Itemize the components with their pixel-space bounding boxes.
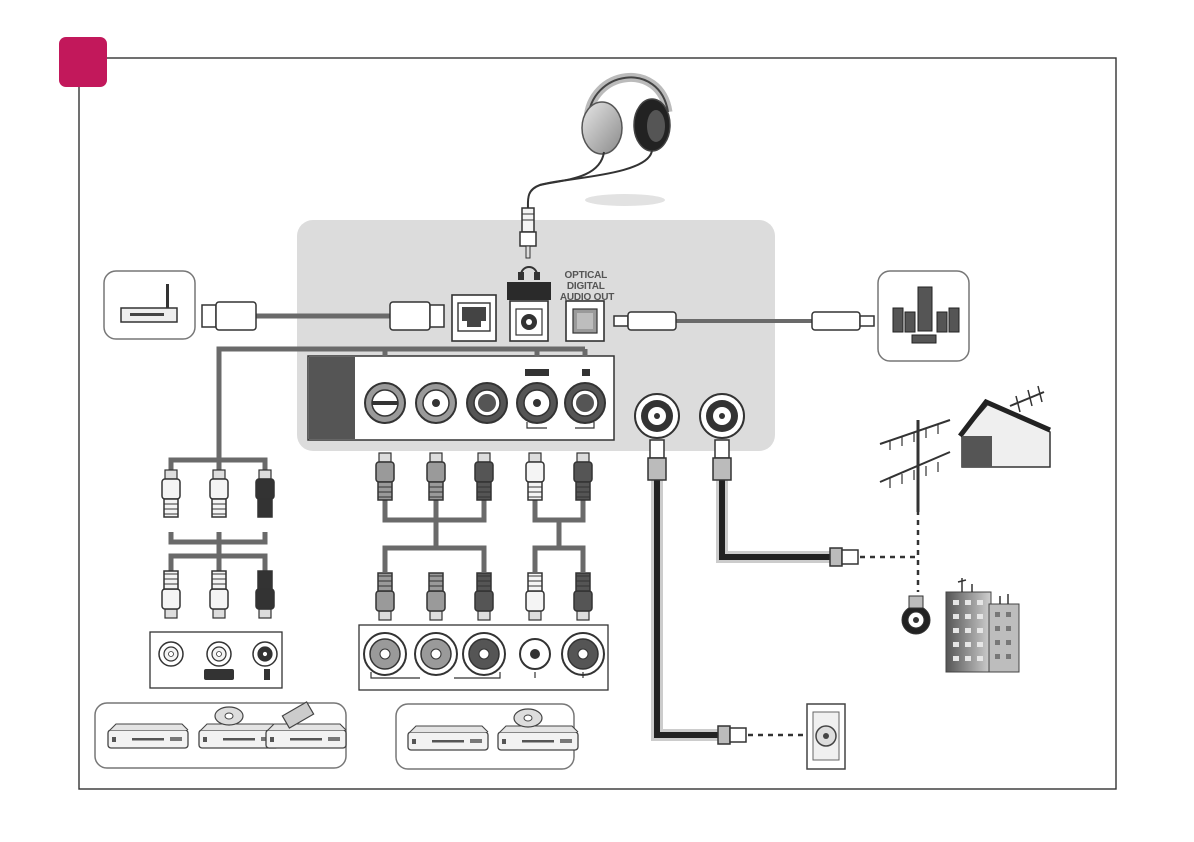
coax-cable-antenna (648, 440, 746, 744)
optical-label: OPTICAL DIGITAL AUDIO OUT (560, 270, 614, 303)
av-plugs-left-upper (162, 470, 274, 517)
coax-cable-cable (713, 440, 858, 566)
cable-in-jack[interactable] (700, 394, 744, 438)
av-plugs-left-lower (162, 571, 274, 618)
dvd-player-icon-2 (408, 726, 488, 750)
section-badge (59, 37, 107, 87)
dashed-links (748, 510, 918, 735)
av-source-panel (150, 632, 282, 688)
optical-label-line-1: OPTICAL (565, 270, 608, 281)
lan-port[interactable] (452, 295, 496, 341)
component-plugs-upper (376, 453, 592, 500)
optical-label-line-3: AUDIO OUT (560, 292, 614, 303)
component-source-panel (359, 625, 608, 690)
wall-antenna-outlet-icon (807, 704, 845, 769)
av-source-devices-box (95, 702, 346, 768)
antenna-in-jack[interactable] (635, 394, 679, 438)
component-cable-bundle (385, 500, 583, 572)
component-plugs-lower (376, 573, 592, 620)
component-source-devices-box (396, 704, 578, 769)
antenna-house-icon (880, 386, 1050, 512)
optical-label-line-2: DIGITAL (567, 281, 605, 292)
router-box (104, 271, 195, 339)
speaker-box (878, 271, 969, 361)
headphones-icon (528, 77, 670, 210)
dvd-player-icon (108, 724, 188, 748)
apartment-building-icon (946, 578, 1019, 672)
headphone-port[interactable] (507, 282, 551, 341)
antenna-plug (902, 596, 930, 634)
optical-audio-out-port[interactable] (566, 301, 604, 341)
